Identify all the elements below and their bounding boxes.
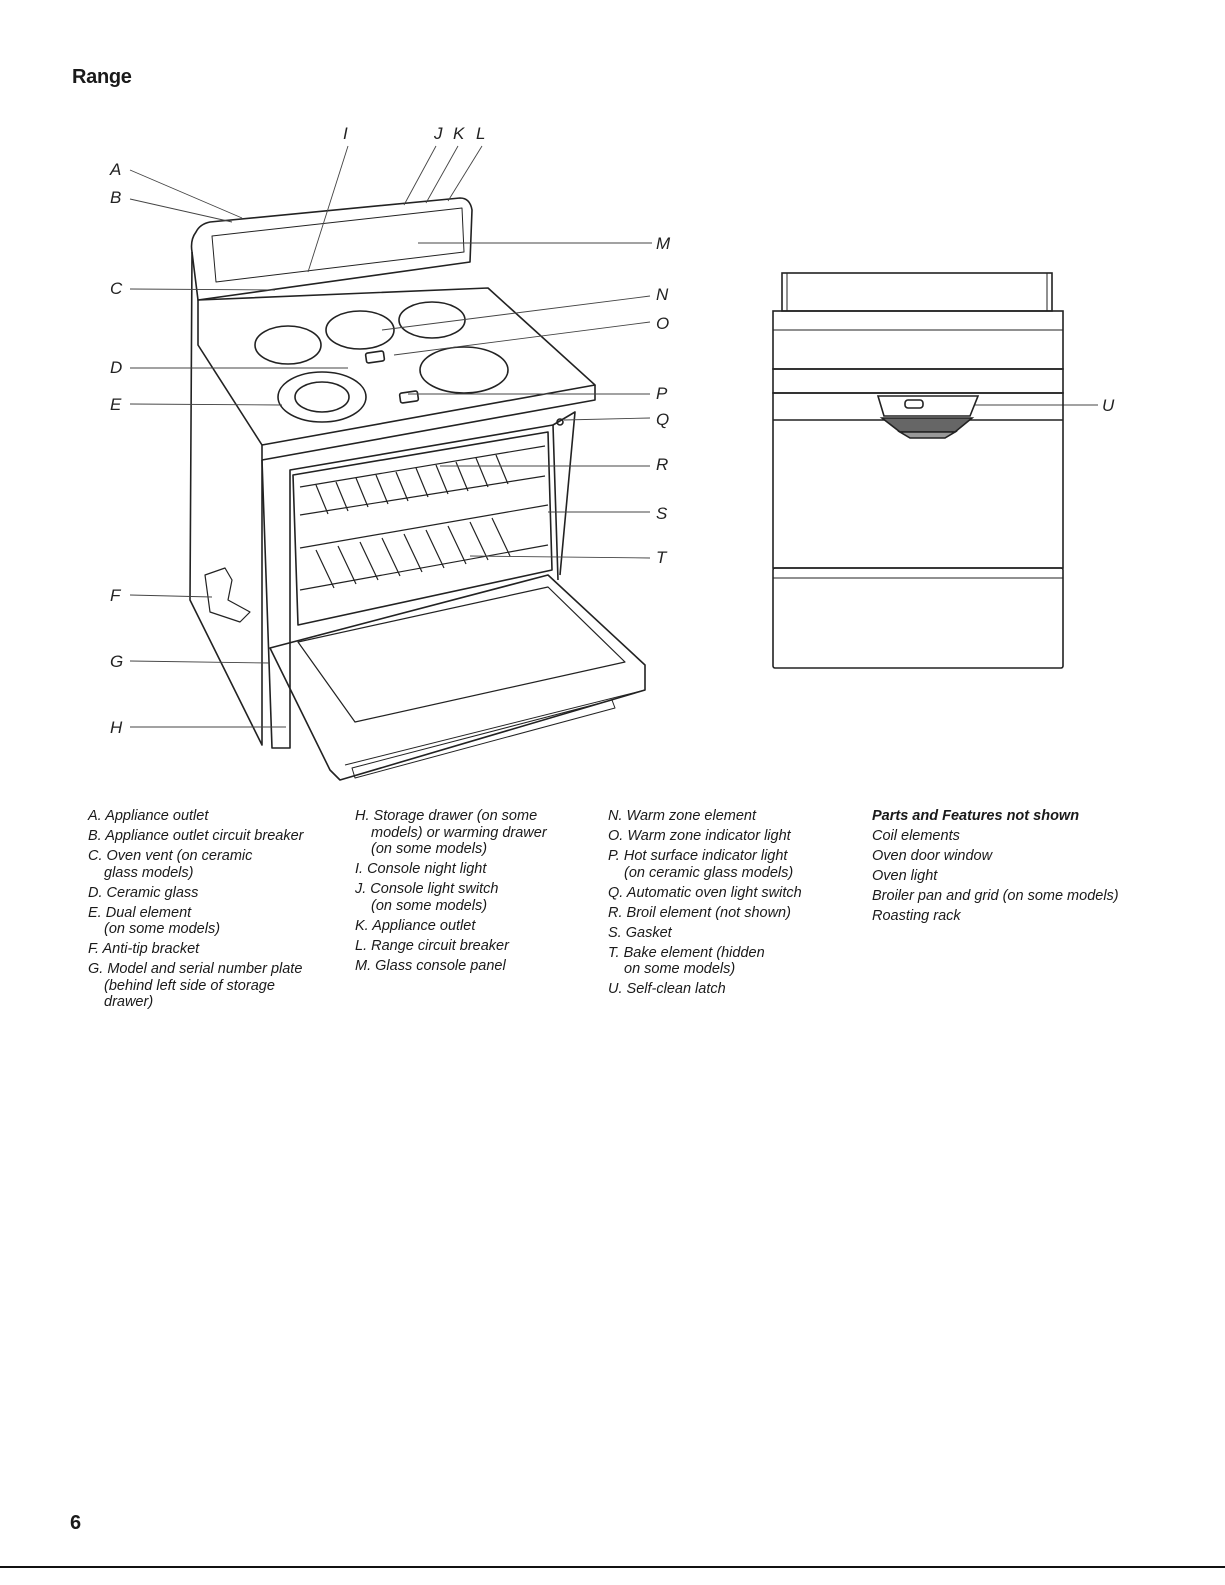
callout-N: N (656, 285, 669, 304)
legend-item-d: D. Ceramic glass (88, 884, 199, 901)
legend-item-o: O. Warm zone indicator light (608, 828, 791, 844)
rear-right-burner (398, 301, 466, 339)
callout-H: H (110, 718, 123, 737)
legend-item-j: J. Console light switch(on some models) (355, 881, 499, 914)
callout-A: A (109, 160, 121, 179)
not-shown-item: Roasting rack (872, 908, 961, 924)
not-shown-item: Broiler pan and grid (on some models) (872, 888, 1119, 904)
legend-item-s: S. Gasket (608, 924, 672, 941)
console-backguard (190, 197, 473, 301)
oven-racks (299, 445, 549, 591)
callout-F: F (110, 586, 122, 605)
parts-not-shown-heading: Parts and Features not shown (872, 808, 1080, 824)
legend-item-m: M. Glass console panel (355, 957, 506, 974)
callout-O: O (656, 314, 669, 333)
oven-body-front (261, 424, 559, 749)
callout-K: K (453, 124, 465, 143)
legend-item-u: U. Self-clean latch (608, 981, 726, 997)
left-side-panel (189, 251, 263, 746)
legend-item-g: G. Model and serial number plate(behind … (88, 961, 303, 1010)
callout-T: T (656, 548, 668, 567)
callout-E: E (110, 395, 122, 414)
section-title: Range (72, 66, 132, 88)
console-glass-panel (211, 207, 465, 283)
callout-L: L (476, 124, 485, 143)
warm-zone-burner (325, 310, 395, 350)
hot-surface-indicator (398, 390, 420, 404)
legend-item-r: R. Broil element (not shown) (608, 904, 791, 921)
legend-item-p: P. Hot surface indicator light(on cerami… (608, 848, 794, 881)
legend-column-1: A. Appliance outlet B. Appliance outlet … (88, 808, 343, 1014)
oven-door (269, 574, 646, 781)
front-right-burner (419, 346, 509, 394)
legend-item-l: L. Range circuit breaker (355, 937, 509, 954)
legend-item-a: A. Appliance outlet (88, 808, 209, 824)
callout-C: C (110, 279, 123, 298)
leader-lines (129, 145, 1098, 728)
callout-S: S (656, 504, 668, 523)
callout-P: P (656, 384, 668, 403)
front-view-backguard (781, 272, 1053, 312)
callout-J: J (433, 124, 443, 143)
legend-column-3: N. Warm zone element O. Warm zone indica… (608, 808, 858, 1001)
legend-item-n: N. Warm zone element (608, 808, 757, 824)
oven-cavity (292, 431, 553, 626)
legend-item-i: I. Console night light (355, 861, 487, 877)
callout-D: D (110, 358, 122, 377)
callout-U: U (1102, 396, 1115, 415)
not-shown-item: Coil elements (872, 828, 960, 844)
oven-light-switch (556, 418, 564, 426)
self-clean-latch (876, 395, 980, 439)
not-shown-item: Oven door window (872, 848, 993, 864)
callout-B: B (110, 188, 121, 207)
callout-M: M (656, 234, 671, 253)
legend-item-k: K. Appliance outlet (355, 917, 476, 934)
cooktop (197, 287, 596, 446)
parts-not-shown: Parts and Features not shown Coil elemen… (872, 808, 1172, 928)
not-shown-item: Oven light (872, 868, 938, 884)
front-view-drawer (772, 567, 1064, 669)
cooktop-front-edge (261, 385, 596, 461)
page-number: 6 (70, 1512, 82, 1534)
callout-Q: Q (656, 410, 669, 429)
callout-R: R (656, 455, 668, 474)
warm-zone-indicator (364, 350, 386, 364)
door-handle (351, 699, 616, 779)
rear-left-burner (254, 325, 322, 365)
front-view-cooktop (772, 310, 1064, 370)
anti-tip-bracket (204, 567, 251, 623)
legend-item-b: B. Appliance outlet circuit breaker (88, 828, 304, 844)
callout-G: G (110, 652, 123, 671)
oven-door-window (297, 586, 626, 723)
legend-item-f: F. Anti-tip bracket (88, 941, 200, 957)
range-front-view (772, 272, 1064, 669)
bottom-rule (0, 1566, 1225, 1568)
dual-element-burner (277, 371, 367, 423)
legend-item-q: Q. Automatic oven light switch (608, 884, 802, 901)
callout-I: I (343, 124, 348, 143)
legend-item-e: E. Dual element(on some models) (88, 904, 221, 938)
